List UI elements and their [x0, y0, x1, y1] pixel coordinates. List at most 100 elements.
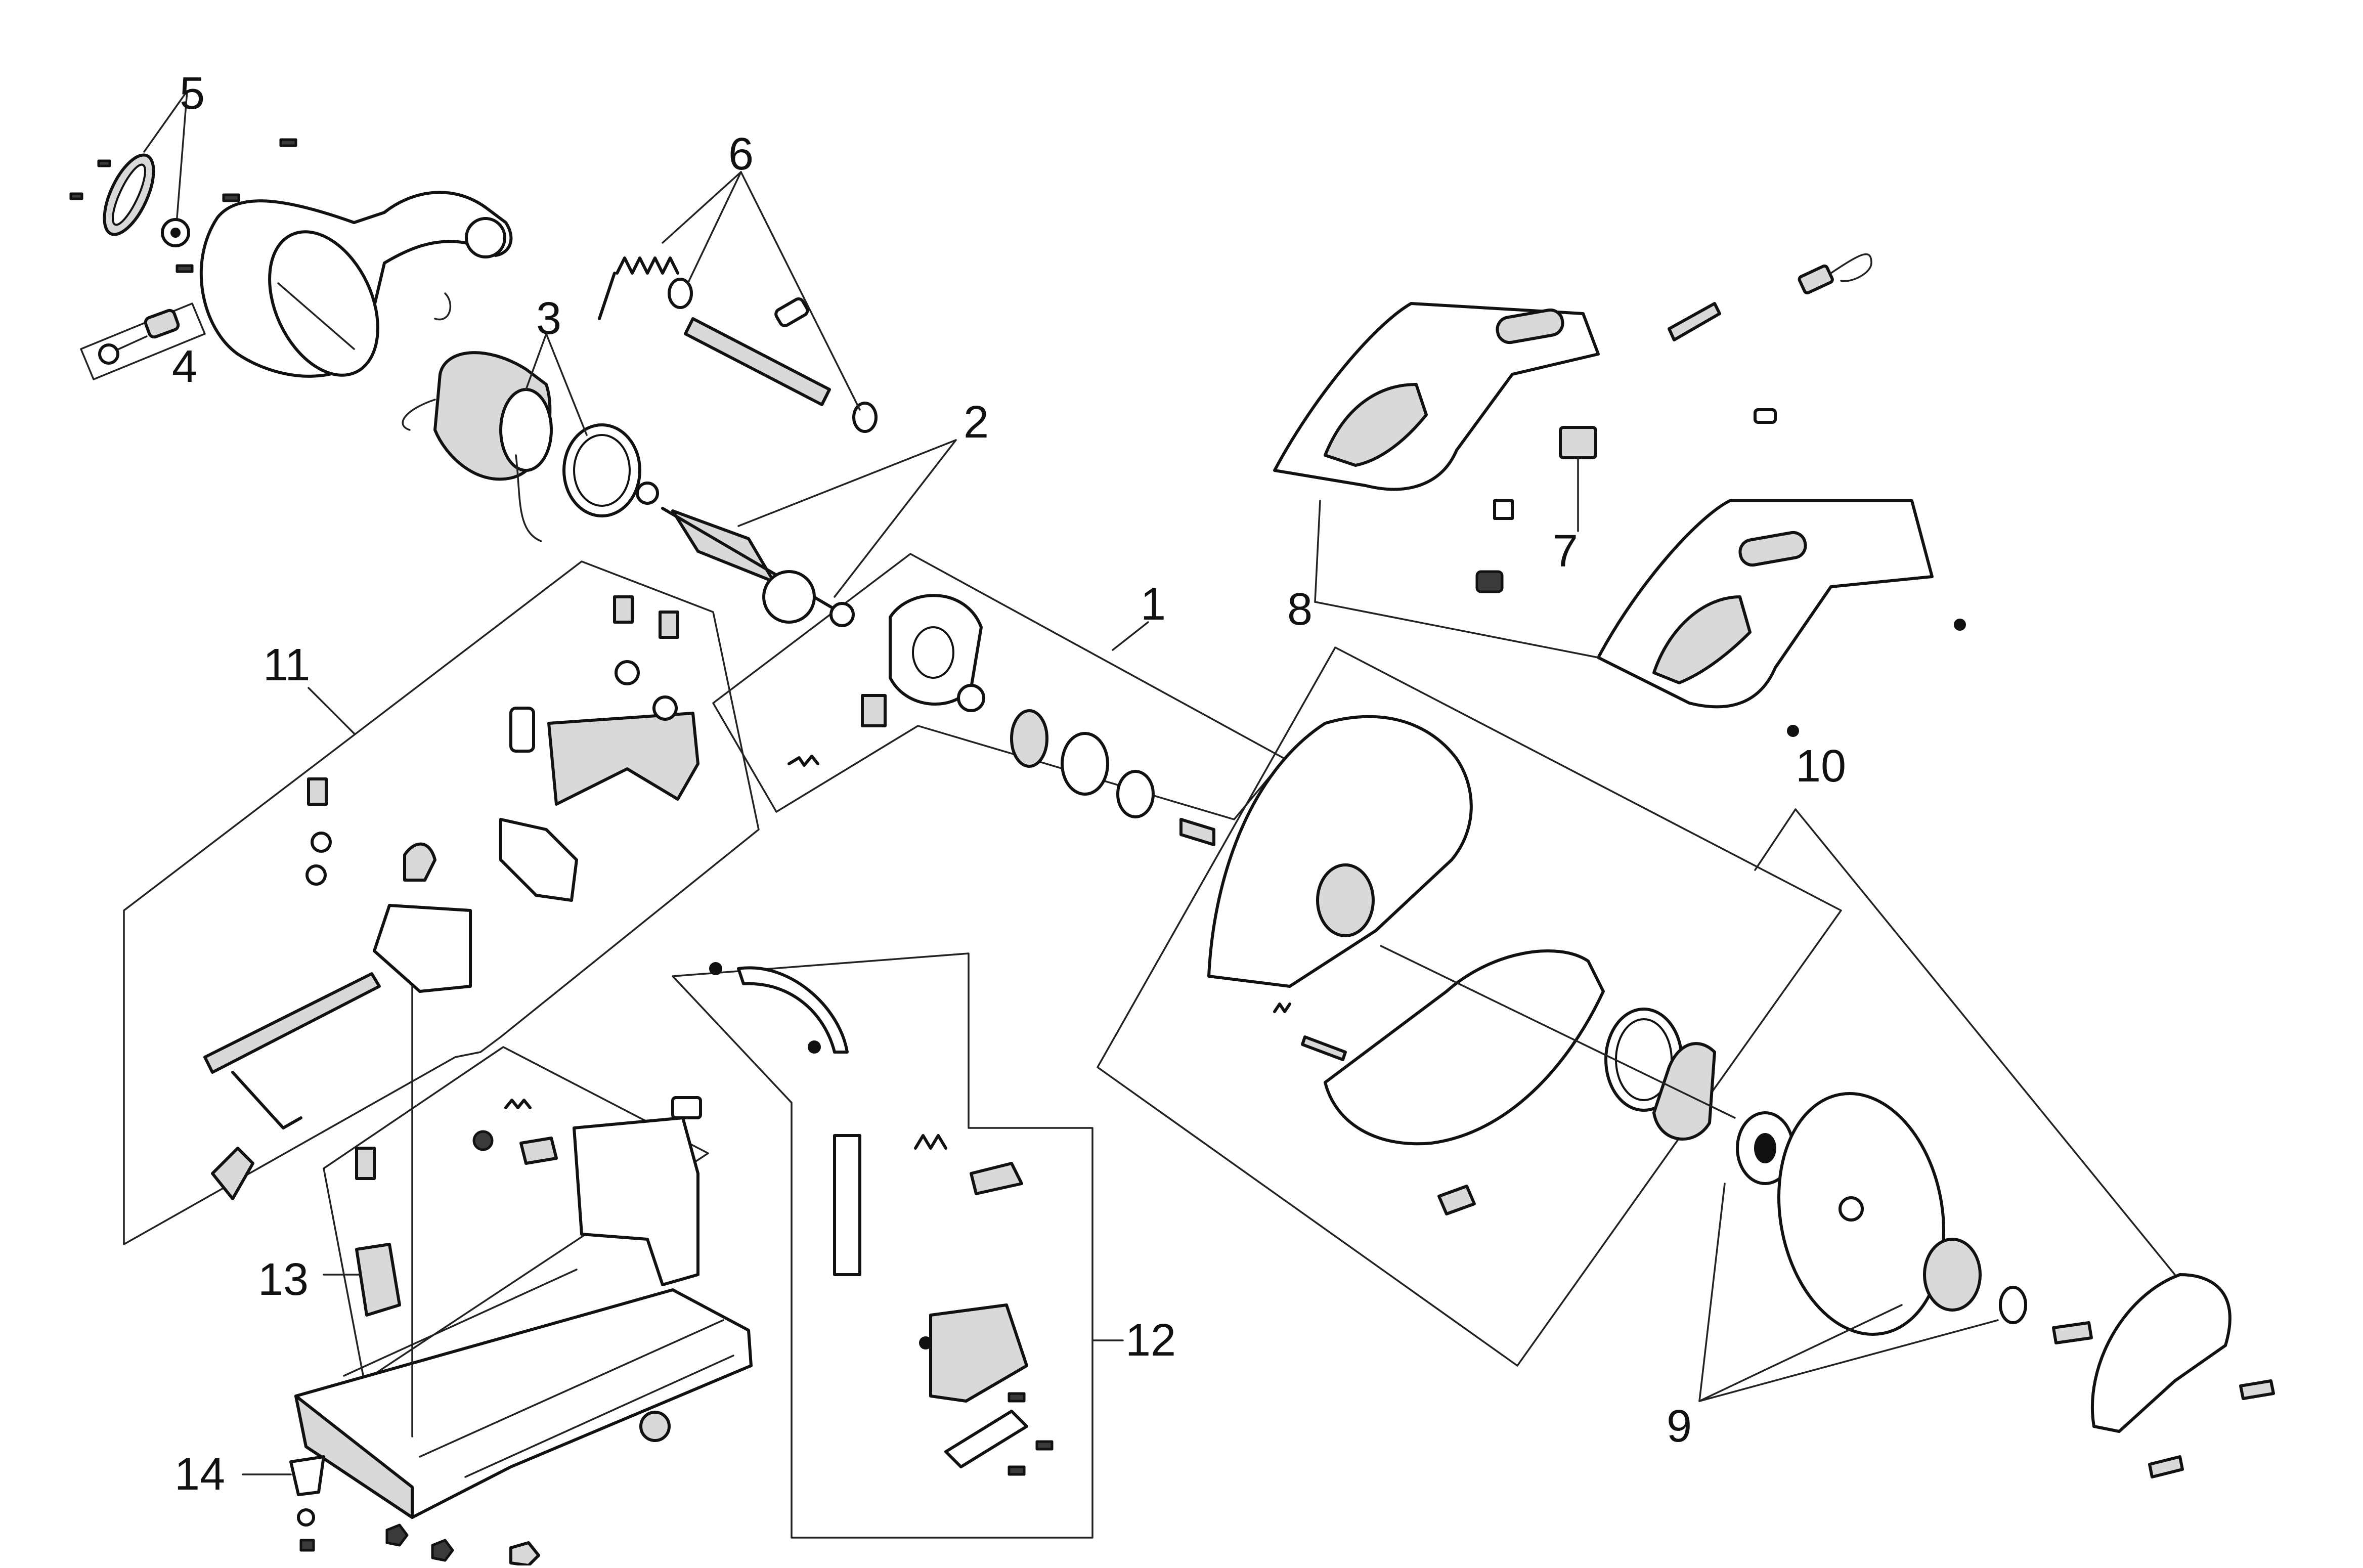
- pivot-shaft: [684, 317, 831, 406]
- spring-coil: [616, 256, 679, 275]
- leader-9c: [1698, 1319, 1999, 1402]
- vise-washer-1: [615, 660, 640, 685]
- leader-2b: [834, 439, 957, 598]
- leader-10b: [1795, 808, 2176, 1276]
- vise-washer-4: [305, 864, 327, 886]
- screw-low: [176, 264, 194, 273]
- part-7-switch: [1475, 426, 1597, 593]
- housing-port: [465, 217, 506, 258]
- part-13-fence: [323, 1096, 702, 1317]
- label-11: 11: [263, 640, 310, 690]
- arbor-washer: [1999, 1286, 2027, 1324]
- callout-labels: 1 2 3 4 5 6 7 8 9 10 11 12 13 14: [172, 68, 1846, 1500]
- gear-washer: [957, 684, 985, 712]
- armature-fan: [762, 570, 816, 624]
- leader-6a: [662, 171, 742, 244]
- vise-bolt-3: [307, 777, 328, 806]
- part-14-foot: [289, 1455, 325, 1496]
- link-arc: [737, 966, 849, 1054]
- base-slot-2: [464, 1355, 734, 1478]
- output-spindle: [1179, 818, 1215, 846]
- saw-base: [242, 985, 753, 1567]
- part-5-band: [69, 90, 190, 247]
- link-screw-2: [1035, 1440, 1054, 1451]
- trigger-slot: [1738, 531, 1807, 567]
- leader-6b: [687, 171, 742, 284]
- link-screw-1: [1008, 1392, 1026, 1403]
- armature-bearing-front: [636, 482, 659, 505]
- terminal-body: [144, 309, 180, 339]
- stator-lead: [515, 454, 542, 542]
- part-4-terminal-block: [80, 302, 206, 380]
- fence-pin: [519, 1137, 558, 1165]
- label-6: 6: [728, 129, 754, 180]
- band-screw-1: [97, 159, 111, 167]
- handle-screw-dot-2: [1787, 725, 1799, 737]
- foot-screw: [299, 1539, 315, 1552]
- base-slot-1: [419, 1319, 724, 1458]
- power-cord: [1668, 253, 1966, 737]
- leader-6c: [740, 171, 861, 411]
- link-spring: [914, 1134, 947, 1150]
- leader-5b: [143, 90, 188, 153]
- label-4: 4: [172, 341, 197, 392]
- vise-knob: [211, 1147, 254, 1200]
- leader-1: [1112, 621, 1149, 651]
- group-1-outline: [712, 553, 1286, 820]
- fence-clamp-block: [355, 1243, 401, 1317]
- link-dot-1: [709, 962, 722, 975]
- label-12: 12: [1125, 1315, 1176, 1366]
- center-line-guard: [1380, 945, 1736, 1119]
- handle-screw-dot: [1954, 619, 1966, 631]
- guard-bolt: [1301, 1035, 1347, 1061]
- base-nut-3: [509, 1541, 540, 1567]
- vise-bolt-1: [613, 595, 634, 624]
- retaining-clip: [1652, 1042, 1716, 1141]
- foot-washer: [297, 1508, 315, 1527]
- screw-side: [222, 193, 240, 202]
- leader-2a: [737, 439, 957, 527]
- switch-body: [1559, 426, 1597, 459]
- vise-bolt-2: [659, 611, 679, 639]
- base-side-left: [294, 1395, 414, 1519]
- part-1-gearbox: [787, 594, 1215, 846]
- link-bolt: [970, 1162, 1023, 1195]
- leader-3b: [545, 333, 588, 436]
- rear-guard-screw-2: [2148, 1455, 2184, 1478]
- part-8-handle: [1273, 302, 1934, 709]
- link-dot-2: [808, 1040, 821, 1054]
- spring-clip: [668, 278, 693, 309]
- fence-stop: [671, 1096, 702, 1119]
- terminal-nut: [98, 343, 119, 365]
- group-10-outline: [1097, 646, 1842, 1367]
- trigger-slot-left: [1496, 308, 1564, 344]
- housing-rib: [277, 282, 355, 350]
- fence-bolt: [355, 1147, 376, 1180]
- motor-housing-opening: [268, 230, 379, 377]
- band-screw-2: [69, 192, 83, 200]
- vise-lead-screw: [203, 972, 381, 1074]
- fence-plate: [573, 1116, 699, 1286]
- vise-washer-3: [311, 832, 332, 853]
- brush-holder: [861, 694, 887, 727]
- rear-guard-shell: [2090, 1273, 2231, 1433]
- handle-left-grip: [1324, 383, 1428, 467]
- link-plate: [944, 1410, 1028, 1468]
- switch-clip: [1475, 570, 1504, 593]
- base-slot-3: [343, 1269, 578, 1377]
- group-13-outline: [323, 1046, 709, 1382]
- label-5: 5: [180, 68, 205, 119]
- base-knob: [639, 1411, 671, 1442]
- link-dot-3: [919, 1336, 932, 1349]
- cord-clamp: [1754, 408, 1777, 424]
- link-block: [929, 1303, 1028, 1403]
- label-14: 14: [174, 1449, 225, 1500]
- leader-8b: [1314, 601, 1599, 659]
- gear-large: [1010, 709, 1048, 768]
- link-bar: [833, 1134, 861, 1276]
- housing-screws: [176, 138, 297, 273]
- label-13: 13: [258, 1254, 309, 1305]
- arbor-bolt: [2052, 1321, 2093, 1344]
